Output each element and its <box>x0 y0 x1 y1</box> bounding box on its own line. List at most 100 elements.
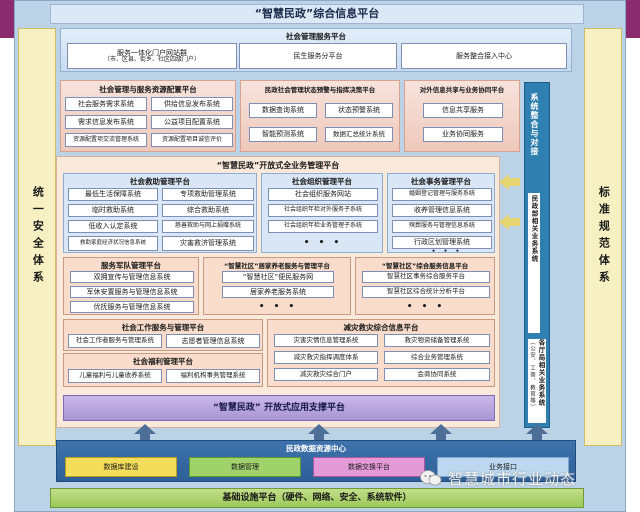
convenience-website: “智慧社区”便民服务网 <box>222 271 334 283</box>
database-building: 数据库建设 <box>65 457 177 477</box>
community-more: • • • <box>406 301 446 312</box>
wechat-icon <box>420 470 442 486</box>
portal-site-group-label: 服务一体化门户网站群 <box>117 48 187 57</box>
disaster-platform: 减灾救灾综合信息平台 灾害灾情信息管理系统 救灾物资储备管理系统 减灾救灾指挥调… <box>267 319 495 387</box>
bureau-systems-label: 各厅局相关业务系统 <box>537 339 545 407</box>
watermark: 智慧城市行业动态 <box>420 466 630 490</box>
community-title: “智慧社区”综合服务信息平台 <box>381 262 469 270</box>
consultation-system: 会商协同系统 <box>384 368 490 381</box>
up-arrow-icon <box>134 424 156 434</box>
org-website: 社会组织服务网站 <box>268 188 378 201</box>
temp-relief-system: 临时救助系统 <box>68 204 158 217</box>
arrow-stem-2 <box>508 218 520 226</box>
special-care-system: 优抚服务与管理信息系统 <box>70 301 194 313</box>
up-arrow-icon <box>526 424 548 434</box>
warning-platform-title: 民政社会管理状态预警与指挥决策平台 <box>264 86 376 94</box>
org-more: • • • <box>303 237 343 248</box>
resource-exchange-system: 资源配置项交流管理系统 <box>65 133 147 147</box>
charity-donation-system: 慈善救助与网上捐赠系统 <box>162 220 254 233</box>
arrow-stem-1 <box>508 178 520 186</box>
open-business-platform: “智慧民政”开放式全业务管理平台 社会救助管理平台 最低生活保障系统 专项救助管… <box>56 156 500 428</box>
data-center-title: 民政数据资源中心 <box>286 444 346 453</box>
social-relief-platform: 社会救助管理平台 最低生活保障系统 专项救助管理系统 临时救助系统 综合救助系统… <box>63 173 257 253</box>
data-query-system: 数据查询系统 <box>249 103 317 118</box>
arrow-stem-up-4 <box>532 434 542 440</box>
org-annual-public: 社会组织年检对外服务子系统 <box>268 204 378 217</box>
funeral-system: 殡葬服务与管理信息系统 <box>392 220 492 233</box>
social-affairs-platform: 社会事务管理平台 婚姻登记管理与服务系统 收养管理信息系统 殡葬服务与管理信息系… <box>387 173 495 253</box>
app-support-platform: “智慧民政” 开放式应用支撑平台 <box>63 395 495 421</box>
disaster-title: 减灾救灾综合信息平台 <box>343 323 419 332</box>
data-statistics-system: 数据汇总统计系统 <box>325 127 393 142</box>
retired-placement-system: 军休安置服务与管理信息系统 <box>70 286 194 298</box>
arrow-stem-up-1 <box>140 434 150 440</box>
supply-reserve-system: 救灾物资储备管理系统 <box>384 334 490 347</box>
relief-title: 社会救助管理平台 <box>130 177 190 186</box>
arrow-stem-up-2 <box>314 434 324 440</box>
data-management: 数据管理 <box>189 457 301 477</box>
demand-publish-system: 需求信息发布系统 <box>65 115 147 129</box>
military-platform: 服务军队管理平台 双拥宣传与管理信息系统 军休安置服务与管理信息系统 优抚服务与… <box>63 257 199 315</box>
disaster-info-system: 灾害灾情信息管理系统 <box>274 334 378 347</box>
left-arrow-icon <box>499 174 509 190</box>
elderly-title: “智慧社区”居家养老服务与管理平台 <box>223 262 331 270</box>
double-support-system: 双拥宣传与管理信息系统 <box>70 271 194 283</box>
org-annual-business: 社会组织年检业务管理子系统 <box>268 220 378 233</box>
service-access-center: 服务整合接入中心 <box>401 43 567 69</box>
bureau-systems: 各厅局相关业务系统 （公安、工商、教育等） <box>528 339 546 423</box>
livelihood-subplatform: 民生服务分平台 <box>239 43 397 69</box>
child-welfare-system: 儿童福利与儿童收养系统 <box>68 369 162 383</box>
affairs-title: 社会事务管理平台 <box>411 177 471 186</box>
supply-publish-system: 供给信息发布系统 <box>151 97 233 111</box>
military-title: 服务军队管理平台 <box>101 261 161 270</box>
portal-site-group-note: （市、区县、街乡、社区四级门户） <box>103 55 200 63</box>
security-system-column: 统一安全体系 <box>18 28 56 446</box>
community-affairs-system: 智慧社区事务综合服务平台 <box>362 271 490 283</box>
division-system: 行政区划管理系统 <box>392 236 492 249</box>
smart-forecast-system: 智能预测系统 <box>249 127 317 142</box>
welfare-title: 社会福利管理平台 <box>133 357 193 366</box>
sharing-platform: 对外信息共享与业务协同平台 信息共享服务 业务协同服务 <box>404 80 520 152</box>
marriage-system: 婚姻登记管理与服务系统 <box>392 188 492 201</box>
adoption-system: 收养管理信息系统 <box>392 204 492 217</box>
up-arrow-icon <box>308 424 330 434</box>
social-service-platform: 社会管理服务平台 服务一体化门户网站群 （市、区县、街乡、社区四级门户） 民生服… <box>60 28 572 72</box>
affairs-more: • • • <box>431 247 463 255</box>
elderly-more: • • • <box>258 301 298 312</box>
standards-system-column: 标准规范体系 <box>584 28 622 446</box>
diagram-title: “智慧民政”综合信息平台 <box>50 4 584 24</box>
family-economy-system: 救助家庭经济状况信息系统 <box>68 236 158 251</box>
disaster-portal: 减灾救灾综合门户 <box>274 368 378 381</box>
integration-column: 系统整合与对接 民政部相关业务系统 各厅局相关业务系统 （公安、工商、教育等） <box>524 82 550 428</box>
social-org-platform: 社会组织管理平台 社会组织服务网站 社会组织年检对外服务子系统 社会组织年检业务… <box>261 173 383 253</box>
watermark-text: 智慧城市行业动态 <box>448 469 577 488</box>
social-work-platform: 社会工作服务与管理平台 社会工作者服务与管理系统 志愿者管理信息系统 <box>63 319 263 351</box>
business-mgmt-system: 综合业务管理系统 <box>384 351 490 364</box>
sharing-platform-title: 对外信息共享与业务协同平台 <box>419 86 505 94</box>
welfare-institution-system: 福利机构事务管理系统 <box>166 369 260 383</box>
civil-ministry-systems: 民政部相关业务系统 <box>528 193 540 333</box>
arrow-stem-up-3 <box>436 434 446 440</box>
portal-site-group: 服务一体化门户网站群 （市、区县、街乡、社区四级门户） <box>67 43 237 69</box>
infrastructure-platform: 基础设施平台（硬件、网络、安全、系统软件） <box>50 488 584 508</box>
org-title: 社会组织管理平台 <box>292 177 352 186</box>
business-collab-service: 业务协同服务 <box>423 127 503 142</box>
charity-project-system: 公益项目配置系统 <box>151 115 233 129</box>
data-resource-center: 民政数据资源中心 数据库建设 数据管理 数据交换平台 业务接口 <box>56 440 576 482</box>
info-sharing-service: 信息共享服务 <box>423 103 503 118</box>
open-platform-title: “智慧民政”开放式全业务管理平台 <box>216 161 340 170</box>
up-arrow-icon <box>430 424 452 434</box>
business-interface: 业务接口 <box>437 457 569 477</box>
resource-credit-system: 资源配置项目诚信评价 <box>151 133 233 147</box>
resource-platform-title: 社会管理与服务资源配置平台 <box>99 85 197 94</box>
resource-platform: 社会管理与服务资源配置平台 社会服务需求系统 供给信息发布系统 需求信息发布系统… <box>60 80 236 152</box>
left-arrow-icon <box>499 214 509 230</box>
home-care-system: 居家养老服务系统 <box>222 286 334 298</box>
state-warning-system: 状态预警系统 <box>325 103 393 118</box>
low-income-system: 低收入认定系统 <box>68 220 158 233</box>
disaster-relief-system: 灾害救济管理系统 <box>162 236 254 251</box>
warning-platform: 民政社会管理状态预警与指挥决策平台 数据查询系统 状态预警系统 智能预测系统 数… <box>240 80 400 152</box>
volunteer-system: 志愿者管理信息系统 <box>166 334 260 348</box>
community-platform: “智慧社区”综合服务信息平台 智慧社区事务综合服务平台 智慧社区综合统计分析平台… <box>355 257 495 315</box>
social-service-title: 社会管理服务平台 <box>286 32 346 41</box>
